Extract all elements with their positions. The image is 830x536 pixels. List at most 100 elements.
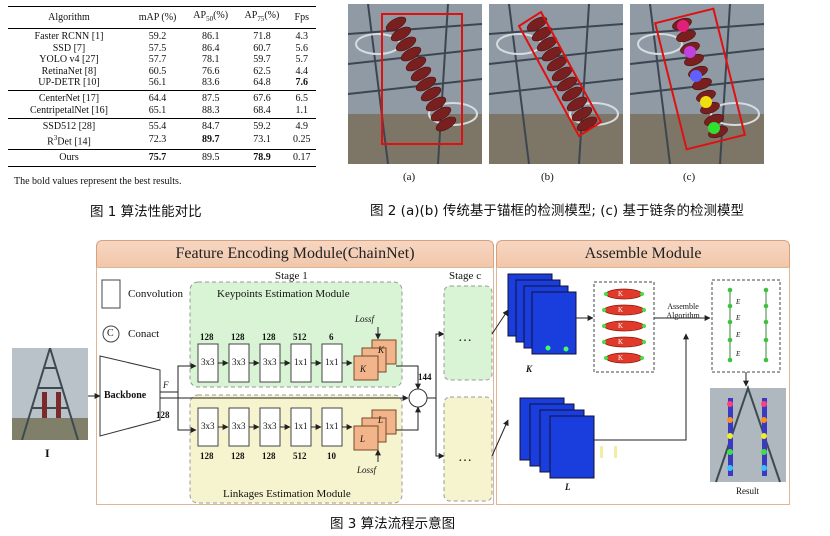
photo-c <box>630 4 764 164</box>
table-cell: 5.6 <box>295 42 309 54</box>
table-cell: 7.6 <box>295 77 309 89</box>
k-list-4: K <box>618 354 624 362</box>
table-cell: CentripetalNet [16] <box>29 104 109 116</box>
table-cell: 4.3 <box>295 31 309 43</box>
table-row: CentripetalNet [16] 65.1 88.3 68.4 1.1 <box>8 105 316 119</box>
k-list-0: K <box>618 290 624 298</box>
table-cell: 5.7 <box>295 54 309 66</box>
table-cell: 72.3 <box>148 134 167 146</box>
table-cell: 86.4 <box>201 42 220 54</box>
table-cell: 89.5 <box>201 152 220 164</box>
legend-conv-text: Convolution <box>128 288 184 300</box>
k-out-front: K <box>360 364 367 374</box>
table-cell: 0.17 <box>293 152 311 164</box>
header-algorithm: Algorithm <box>48 12 90 23</box>
table-cell: 89.7 <box>201 134 220 146</box>
figure-3-caption: 图 3 算法流程示意图 <box>330 516 456 532</box>
stage1-label: Stage 1 <box>275 270 308 282</box>
channels-144-label: 144 <box>418 372 432 382</box>
lk-bottom-1: 128 <box>231 451 245 461</box>
kp-top-1: 128 <box>231 332 245 342</box>
table-cell: 62.5 <box>253 65 271 77</box>
figure-1-caption: 图 1 算法性能对比 <box>90 204 202 220</box>
table-cell: Ours <box>59 152 79 164</box>
channels-128-label: 128 <box>156 410 170 420</box>
table-cell: 87.5 <box>201 93 220 105</box>
table-cell: 59.2 <box>253 121 271 133</box>
e-list-3: E <box>736 350 741 358</box>
l-out-top: L <box>378 415 384 425</box>
kp-top-0: 128 <box>200 332 214 342</box>
table-group-ours: Ours 75.7 89.5 78.9 0.17 <box>8 150 316 167</box>
k-list-2: K <box>618 322 624 330</box>
table-cell: 64.4 <box>148 93 167 105</box>
table-cell: UP-DETR [10] <box>38 77 100 89</box>
header-ap75: AP75(%) <box>244 10 280 23</box>
table-cell: 73.1 <box>253 134 271 146</box>
lk-module-title: Linkages Estimation Module <box>223 488 351 500</box>
photo-a-label: (a) <box>403 171 416 183</box>
map-l-label: L <box>565 482 571 492</box>
map-k-label: K <box>526 364 533 374</box>
table-cell: 4.9 <box>295 121 309 133</box>
lk-block-3: 1x1 <box>294 421 308 431</box>
lk-block-2: 3x3 <box>263 421 277 431</box>
lk-block-0: 3x3 <box>201 421 215 431</box>
k-list-1: K <box>618 306 624 314</box>
table-cell: 1.1 <box>295 104 309 116</box>
stagec-dots-bottom: … <box>458 450 472 465</box>
k-list-3: K <box>618 338 624 346</box>
table-cell: 68.4 <box>253 104 271 116</box>
table-cell: 59.7 <box>253 54 271 66</box>
loss-k-label: Lossf <box>355 314 375 324</box>
table-cell: 75.7 <box>148 152 167 164</box>
legend-concat-text: Conact <box>128 328 160 340</box>
kp-block-2: 3x3 <box>263 357 277 367</box>
photo-c-label: (c) <box>683 171 696 183</box>
table-cell: YOLO v4 [27] <box>39 54 99 66</box>
input-label: I <box>45 446 50 460</box>
table-cell: R3Det [14] <box>47 133 91 147</box>
kp-block-1: 3x3 <box>232 357 246 367</box>
table-cell: 76.6 <box>201 65 220 77</box>
feature-f-label: F <box>163 380 169 390</box>
loss-l-label: Lossf <box>357 465 377 475</box>
backbone-label: Backbone <box>104 390 147 401</box>
kp-module-title: Keypoints Estimation Module <box>217 288 350 300</box>
table-cell: 60.5 <box>148 65 167 77</box>
kp-block-3: 1x1 <box>294 357 308 367</box>
table-cell: RetinaNet [8] <box>41 65 97 77</box>
l-out-front: L <box>360 434 366 444</box>
legend-c-glyph: C <box>107 328 114 339</box>
kp-top-2: 128 <box>262 332 276 342</box>
kp-top-4: 6 <box>329 332 334 342</box>
table-cell: 55.4 <box>148 121 167 133</box>
photo-b-label: (b) <box>541 171 554 183</box>
e-list-0: E <box>736 298 741 306</box>
table-cell: 60.7 <box>253 42 271 54</box>
lk-bottom-2: 128 <box>262 451 276 461</box>
table-cell: 65.1 <box>148 104 167 116</box>
table-cell: CenterNet [17] <box>38 93 100 105</box>
kp-top-3: 512 <box>293 332 307 342</box>
table-cell: 57.5 <box>148 42 167 54</box>
table-cell: 88.3 <box>201 104 220 116</box>
table-cell: 78.9 <box>253 152 271 164</box>
assemble-algorithm-label: Assemble Algorithm <box>666 302 700 320</box>
header-fps: Fps <box>294 12 309 23</box>
table-cell: 64.8 <box>253 77 271 89</box>
photo-a <box>348 4 482 164</box>
input-image <box>12 348 88 440</box>
table-cell: 84.7 <box>201 121 220 133</box>
table-cell: 86.1 <box>201 31 220 43</box>
table-cell: 71.8 <box>253 31 271 43</box>
lk-block-1: 3x3 <box>232 421 246 431</box>
stagec-label: Stage c <box>449 270 482 282</box>
